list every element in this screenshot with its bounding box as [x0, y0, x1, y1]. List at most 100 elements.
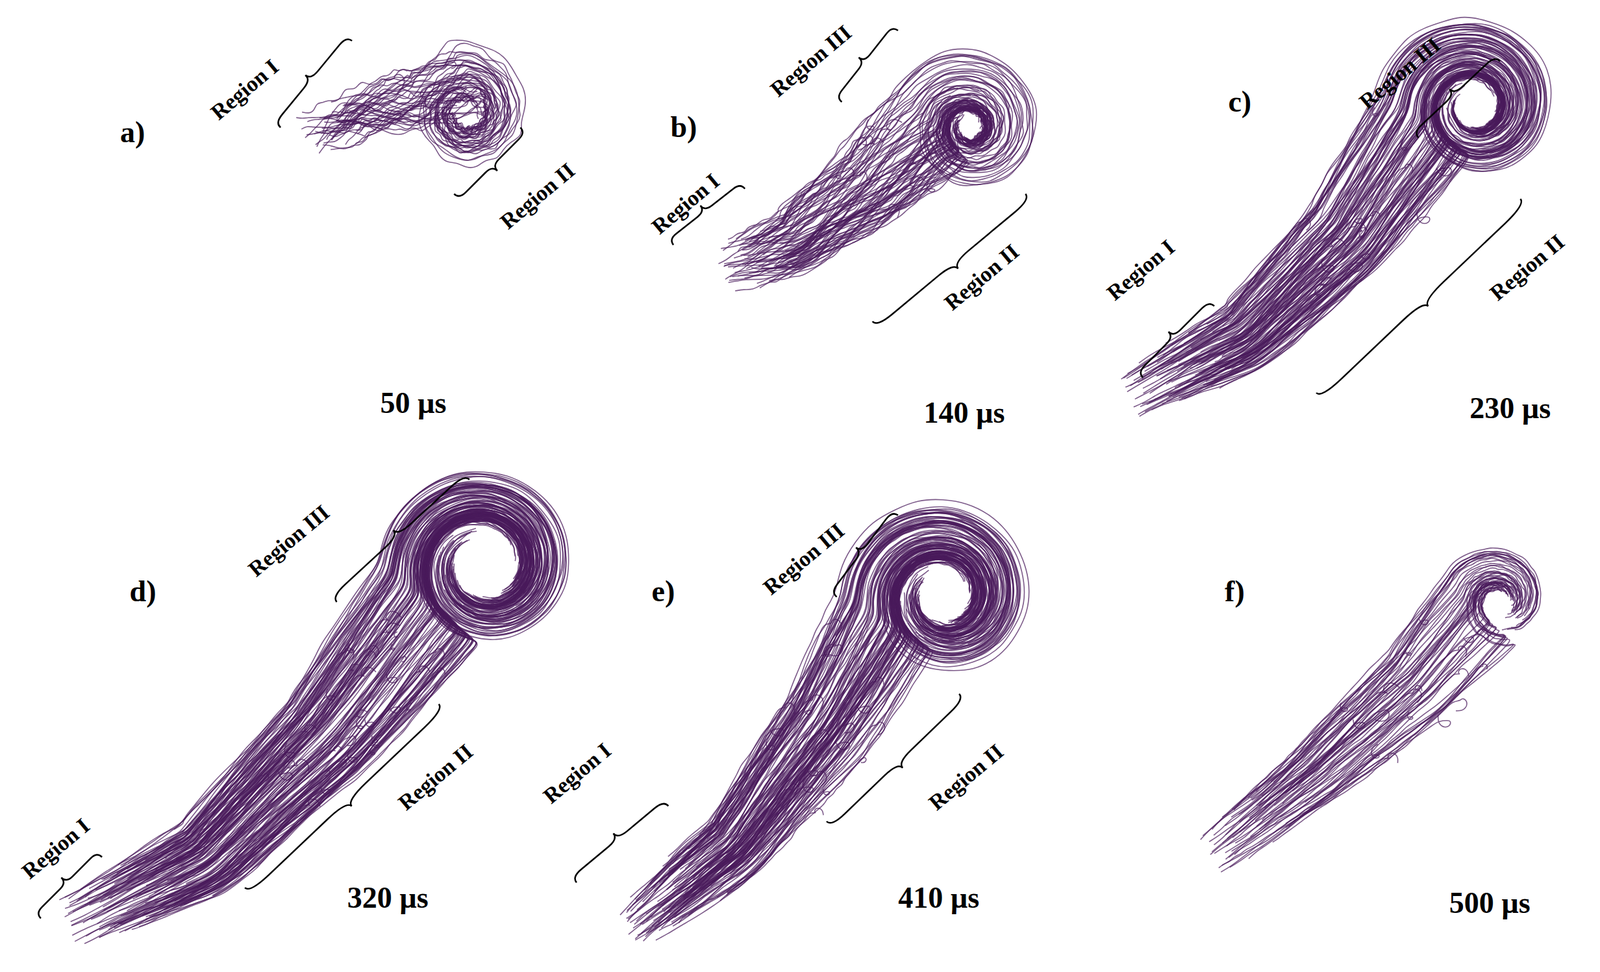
streamline [661, 512, 1015, 880]
streamline [687, 557, 973, 899]
streamline [1227, 580, 1516, 839]
streamline [1270, 618, 1428, 782]
streamline [746, 101, 992, 269]
streamline [1239, 575, 1521, 823]
curly-bracket [1140, 303, 1215, 378]
streamline [170, 644, 395, 875]
streamline [109, 516, 523, 908]
streamline [688, 522, 1010, 860]
streamline [69, 494, 546, 906]
streamline [1126, 35, 1536, 379]
region-label: Region II [1486, 230, 1569, 305]
streamline [671, 558, 976, 923]
time-label: 500 µs [1449, 888, 1531, 919]
streamline [161, 486, 549, 854]
curly-bracket [833, 513, 899, 597]
streamline [87, 498, 540, 899]
streamline [175, 709, 368, 878]
region-label: Region III [244, 501, 334, 582]
streamline [768, 88, 1002, 243]
streamline [135, 516, 526, 898]
panel-label: f) [1224, 576, 1245, 607]
streamline [68, 497, 547, 914]
streamline [102, 512, 526, 908]
streamline [629, 539, 995, 923]
streamline [105, 496, 547, 892]
streamline [120, 482, 554, 866]
streamline [724, 100, 991, 266]
streamline [85, 490, 549, 898]
streamline [729, 105, 989, 281]
region-label: Region I [1103, 236, 1180, 306]
streamline [1177, 58, 1518, 372]
streamline [70, 501, 543, 923]
streamline [1174, 74, 1499, 388]
streamline [1121, 26, 1546, 380]
streamline [146, 518, 522, 917]
streamline [635, 518, 1013, 901]
streamline [733, 75, 1013, 259]
streamline [301, 40, 526, 168]
region-label: Region I [207, 55, 284, 125]
bracket-group [38, 29, 1522, 919]
streamline [331, 53, 517, 161]
region-label: Region II [940, 240, 1023, 315]
streamline-group [59, 17, 1551, 945]
curly-bracket [453, 127, 523, 197]
streamline [120, 518, 523, 925]
streamline [1169, 167, 1452, 397]
streamline [331, 74, 404, 113]
panel-label: c) [1227, 87, 1252, 117]
streamline [1191, 47, 1526, 349]
streamline [633, 538, 992, 928]
streamline [662, 553, 979, 910]
region-label: Region I [18, 814, 95, 884]
streamline [355, 105, 488, 144]
streamline [724, 85, 1004, 264]
streamline [89, 510, 530, 906]
panel-label: e) [651, 576, 676, 607]
streamline [114, 487, 554, 884]
streamline [768, 103, 988, 282]
streamline [1229, 582, 1510, 868]
streamline [1231, 74, 1505, 369]
streamline [88, 484, 557, 889]
time-label: 320 µs [347, 883, 429, 913]
streamline [1214, 164, 1413, 365]
streamline [1168, 75, 1501, 397]
streamline [1133, 38, 1528, 381]
streamline [785, 104, 991, 252]
streamline [1256, 572, 1523, 806]
streamline [1251, 558, 1530, 800]
streamline [80, 474, 567, 889]
panel-label: b) [670, 112, 697, 143]
streamline [1181, 211, 1430, 399]
streamline [1135, 64, 1511, 400]
region-label: Region II [496, 159, 580, 234]
streamline [1215, 72, 1505, 368]
streamline [1161, 51, 1516, 369]
streamline [1225, 588, 1506, 854]
streamline [185, 516, 526, 884]
streamline [1222, 551, 1539, 818]
streamline [1262, 646, 1467, 821]
panel-label: d) [129, 576, 157, 607]
streamline [1224, 168, 1446, 369]
streamline [1231, 555, 1538, 818]
streamline [167, 511, 534, 881]
streamline [1227, 72, 1504, 369]
streamline [99, 518, 523, 927]
streamline [1144, 74, 1503, 412]
streamline [1231, 70, 1504, 350]
streamline [100, 500, 543, 903]
streamline [78, 496, 537, 900]
streamline [654, 525, 1004, 892]
streamline [1207, 75, 1500, 376]
streamline [668, 559, 973, 921]
streamline [68, 483, 554, 899]
streamline [1133, 74, 1506, 408]
streamline [1147, 34, 1534, 367]
streamline [1225, 711, 1413, 860]
streamline [155, 760, 295, 870]
